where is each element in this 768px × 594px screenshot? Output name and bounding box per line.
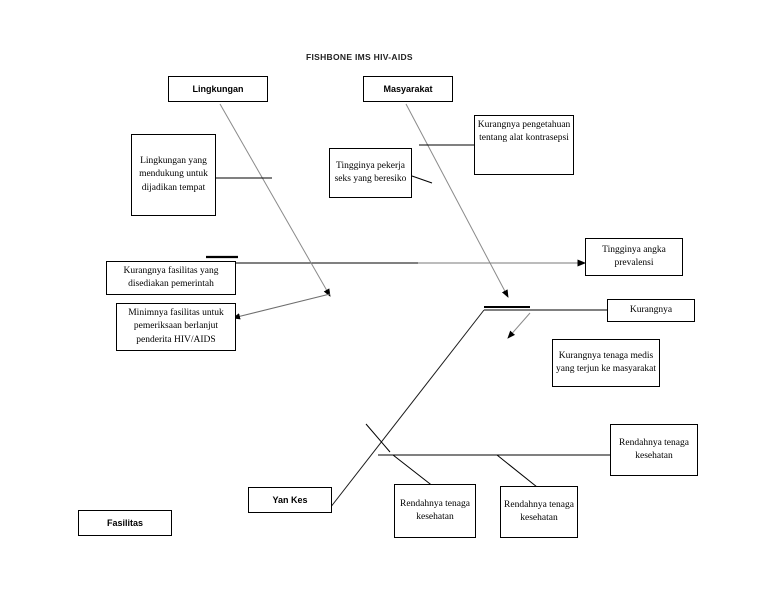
node-fasilitas-header[interactable]: Fasilitas — [78, 510, 172, 536]
node-fasilitas-pemerintah-cause[interactable]: Kurangnya fasilitas yang disediakan peme… — [106, 261, 236, 295]
node-lingkungan-cause[interactable]: Lingkungan yang mendukung untuk dijadika… — [131, 134, 216, 216]
page-title: FISHBONE IMS HIV-AIDS — [306, 52, 413, 62]
node-pekerja-seks-cause[interactable]: Tingginya pekerja seks yang beresiko — [329, 148, 412, 198]
rib-masyarakat — [405, 103, 509, 298]
node-rendahnya-tenaga-right[interactable]: Rendahnya tenaga kesehatan — [610, 424, 698, 476]
connector-pekerja-seks — [411, 175, 433, 184]
connector-rendahnya-mid — [496, 454, 538, 488]
rib-fasilitas — [232, 293, 331, 320]
rib-lingkungan — [219, 103, 331, 297]
rib-yan-kes — [329, 309, 485, 509]
spine-secondary — [484, 306, 607, 311]
node-prevalensi-effect[interactable]: Tingginya angka prevalensi — [585, 238, 683, 276]
node-masyarakat-header[interactable]: Masyarakat — [363, 76, 453, 102]
connector-rendahnya-left — [392, 454, 435, 488]
node-rendahnya-tenaga-left[interactable]: Rendahnya tenaga kesehatan — [394, 484, 476, 538]
node-pemeriksaan-cause[interactable]: Minimnya fasilitas untuk pemeriksaan ber… — [116, 303, 236, 351]
node-rendahnya-tenaga-mid[interactable]: Rendahnya tenaga kesehatan — [500, 486, 578, 538]
connector-rendahnya-right — [365, 423, 391, 453]
connector-tenaga-medis — [507, 312, 531, 339]
node-lingkungan-header[interactable]: Lingkungan — [168, 76, 268, 102]
node-tenaga-medis-cause[interactable]: Kurangnya tenaga medis yang terjun ke ma… — [552, 339, 660, 387]
node-pengetahuan-cause[interactable]: Kurangnya pengetahuan tentang alat kontr… — [474, 115, 574, 175]
node-yan-kes-header[interactable]: Yan Kes — [248, 487, 332, 513]
node-kurangnya-header[interactable]: Kurangnya — [607, 299, 695, 322]
